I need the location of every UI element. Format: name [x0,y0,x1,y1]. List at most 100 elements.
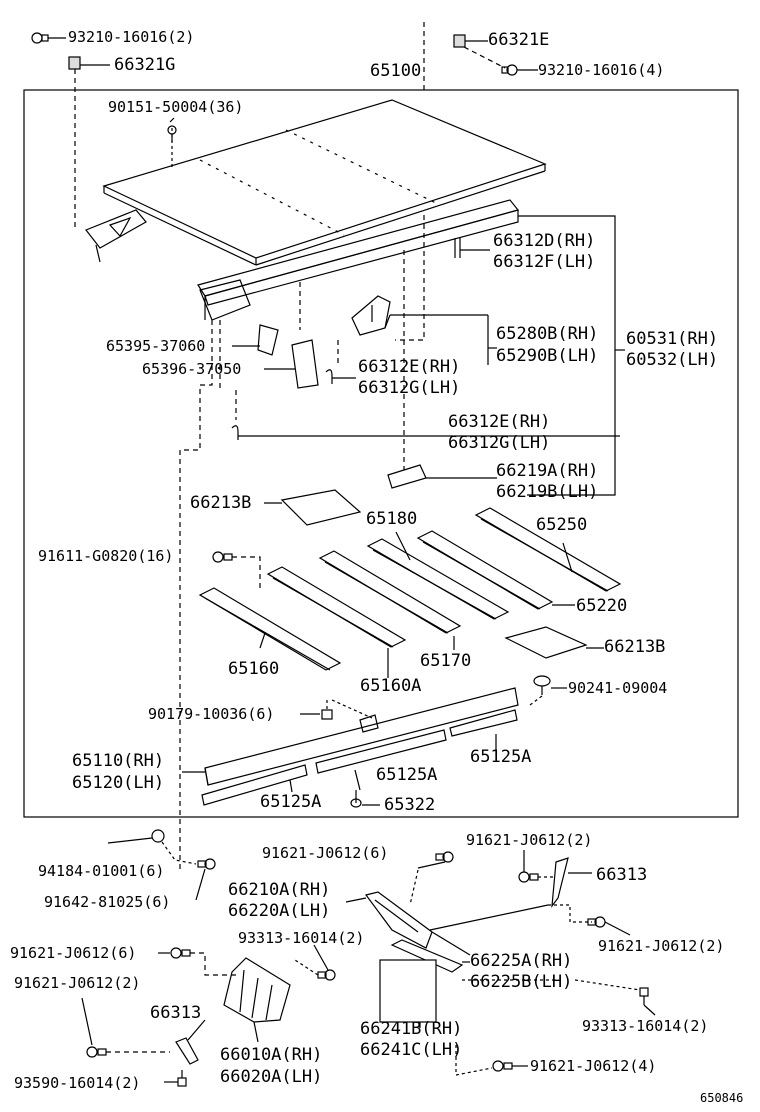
bolt-icon [533,675,551,695]
label-66312E: 66312E(RH) [358,357,461,377]
label-91621-J0612-2: 91621-J0612(2) [14,974,141,992]
assembly-frame [23,89,739,818]
bolt-icon [435,851,454,863]
bracket-66219A [387,464,427,489]
label-66312G: 66312G(LH) [358,378,461,398]
sill-65110 [204,687,519,786]
label-94184-01001: 94184-01001(6) [38,862,165,880]
bracket-66313 [551,857,569,909]
bolt-icon [86,1046,107,1058]
label-65290B: 65290B(LH) [496,346,599,366]
plate-65395 [257,324,279,356]
label-66241B: 66241B(RH) [360,1019,463,1039]
member-65250 [474,507,622,592]
label-66312F: 66312F(LH) [493,252,596,272]
label-66210A: 66210A(RH) [228,880,331,900]
bolt-icon [501,64,518,76]
label-65125A: 65125A [470,747,532,767]
label-66020A: 66020A(LH) [220,1067,323,1087]
label-91642-81025: 91642-81025(6) [44,893,171,911]
member-65220 [416,530,554,610]
label-90241-09004: 90241-09004 [568,679,668,697]
label-65125A: 65125A [376,765,438,785]
label-66219B: 66219B(LH) [496,482,599,502]
flap-66010A [223,957,291,1023]
strip-65125A [449,709,518,737]
bracket-65280B [351,295,391,336]
label-66213B: 66213B [190,493,252,513]
label-65220: 65220 [576,596,628,616]
label-66321G: 66321G [114,55,176,75]
label-66241C: 66241C(LH) [360,1040,463,1060]
label-66010A: 66010A(RH) [220,1045,323,1065]
label-60532: 60532(LH) [626,350,719,370]
label-65100: 65100 [370,61,422,81]
label-65170: 65170 [420,651,472,671]
label-91621-J0612-2: 91621-J0612(2) [466,831,593,849]
label-91621-J0612-2: 91621-J0612(2) [598,937,725,955]
label-66313: 66313 [150,1003,202,1023]
label-93210-16016-4: 93210-16016(4) [538,61,665,79]
figure-number: 650846 [700,1091,744,1105]
label-65120: 65120(LH) [72,773,165,793]
label-91621-J0612-4: 91621-J0612(4) [530,1057,657,1075]
label-93590-16014: 93590-16014(2) [14,1074,141,1092]
label-66313: 66313 [596,865,648,885]
label-65280B: 65280B(RH) [496,324,599,344]
label-65180: 65180 [366,509,418,529]
bolt-icon [170,947,191,959]
clip-icon [453,34,466,48]
left-bracket [85,209,147,263]
label-66219A: 66219A(RH) [496,461,599,481]
screw-icon [167,125,177,142]
pad-66241B [379,959,437,1023]
bolt-icon [197,858,216,870]
pad-66213B [504,626,588,659]
label-65125A: 65125A [260,792,322,812]
bolt-icon [587,916,606,928]
label-65322: 65322 [384,795,436,815]
bolt-icon [212,551,233,563]
label-93210-16016-2: 93210-16016(2) [68,28,195,46]
member-65170 [318,550,462,634]
label-91621-J0612-6: 91621-J0612(6) [10,944,137,962]
nut-icon [321,709,333,720]
bolt-icon [492,1060,513,1072]
label-66225A: 66225A(RH) [470,951,573,971]
bolt-icon [639,987,649,1005]
label-65395-37060: 65395-37060 [106,337,206,355]
cross-member-rail [197,199,520,321]
clip-icon [68,56,81,70]
label-65110: 65110(RH) [72,751,165,771]
label-91611-G0820: 91611-G0820(16) [38,547,174,565]
member-65180 [366,538,510,620]
label-66312E: 66312E(RH) [448,412,551,432]
label-65250: 65250 [536,515,588,535]
pad-66213B [280,489,362,526]
label-66321E: 66321E [488,30,550,50]
label-91621-J0612-6: 91621-J0612(6) [262,844,389,862]
label-66220A: 66220A(LH) [228,901,331,921]
plate-65396 [291,339,319,389]
label-66312G: 66312G(LH) [448,433,551,453]
bolt-icon [518,871,539,883]
label-90179-10036: 90179-10036(6) [148,705,275,723]
label-66312D: 66312D(RH) [493,231,596,251]
bolt-icon [350,790,362,808]
label-65396-37050: 65396-37050 [142,360,242,378]
label-90151-50004: 90151-50004(36) [108,98,244,116]
bolt-icon [317,969,336,981]
strip-65125A [315,729,447,774]
label-93313-16014-2: 93313-16014(2) [582,1017,709,1035]
label-66225B: 66225B(LH) [470,972,573,992]
label-65160: 65160 [228,659,280,679]
member-65160 [198,587,342,671]
bolt-icon [31,32,49,44]
bracket-66210A [364,891,433,949]
label-66213B: 66213B [604,637,666,657]
strip-65125A [201,764,308,806]
bolt-icon [177,1070,187,1087]
member-65160A [266,566,407,648]
